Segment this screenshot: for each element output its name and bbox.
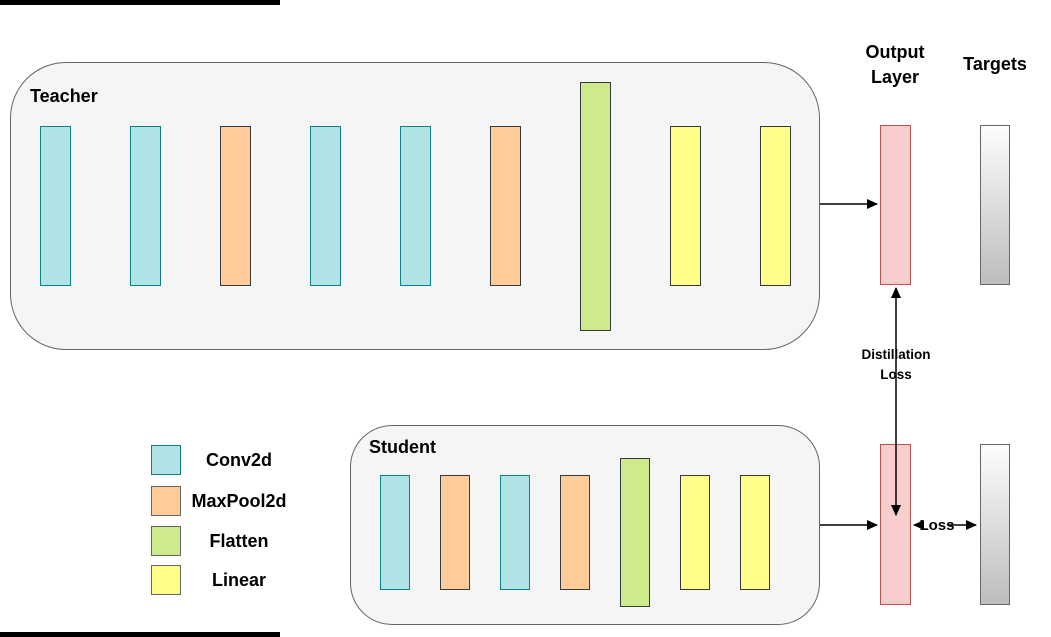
student-label: Student [369, 437, 436, 457]
linear-layer-bar [680, 474, 710, 590]
maxpool2d-swatch [151, 486, 181, 516]
conv-layer-bar [130, 126, 161, 286]
distillation-loss-label: Distillation Loss [861, 347, 931, 382]
loss-label: Loss [919, 517, 955, 534]
conv-layer-bar [500, 474, 530, 590]
maxpool-layer-bar [220, 126, 251, 286]
student-output-layer-bar [880, 444, 911, 605]
teacher-layer-bars [40, 81, 791, 331]
conv-layer-bar [400, 126, 431, 286]
maxpool-layer-bar [440, 474, 470, 590]
conv-layer-bar [380, 474, 410, 590]
maxpool2d-legend-label: MaxPool2d [191, 491, 287, 511]
conv2d-legend-label: Conv2d [205, 450, 272, 470]
student-targets-bar [980, 444, 1010, 605]
top-edge-strip [0, 0, 280, 5]
flatten-layer-bar [620, 457, 650, 607]
linear-swatch [151, 565, 181, 595]
teacher-label: Teacher [30, 86, 98, 106]
output-layer-heading: Output Layer [865, 42, 925, 87]
bottom-edge-strip [0, 632, 280, 637]
maxpool-layer-bar [560, 474, 590, 590]
targets-heading: Targets [963, 54, 1027, 74]
maxpool-layer-bar [490, 126, 521, 286]
flatten-swatch [151, 526, 181, 556]
teacher-targets-bar [980, 125, 1010, 285]
linear-layer-bar [670, 126, 701, 286]
student-group-box: Student [350, 425, 820, 625]
student-layer-bars [380, 457, 770, 607]
linear-legend-label: Linear [211, 570, 267, 590]
teacher-group-box: Teacher [10, 62, 820, 350]
flatten-legend-label: Flatten [209, 531, 269, 551]
linear-layer-bar [760, 126, 791, 286]
conv-layer-bar [310, 126, 341, 286]
teacher-output-layer-bar [880, 125, 911, 285]
conv2d-swatch [151, 445, 181, 475]
conv-layer-bar [40, 126, 71, 286]
linear-layer-bar [740, 474, 770, 590]
flatten-layer-bar [580, 81, 611, 331]
